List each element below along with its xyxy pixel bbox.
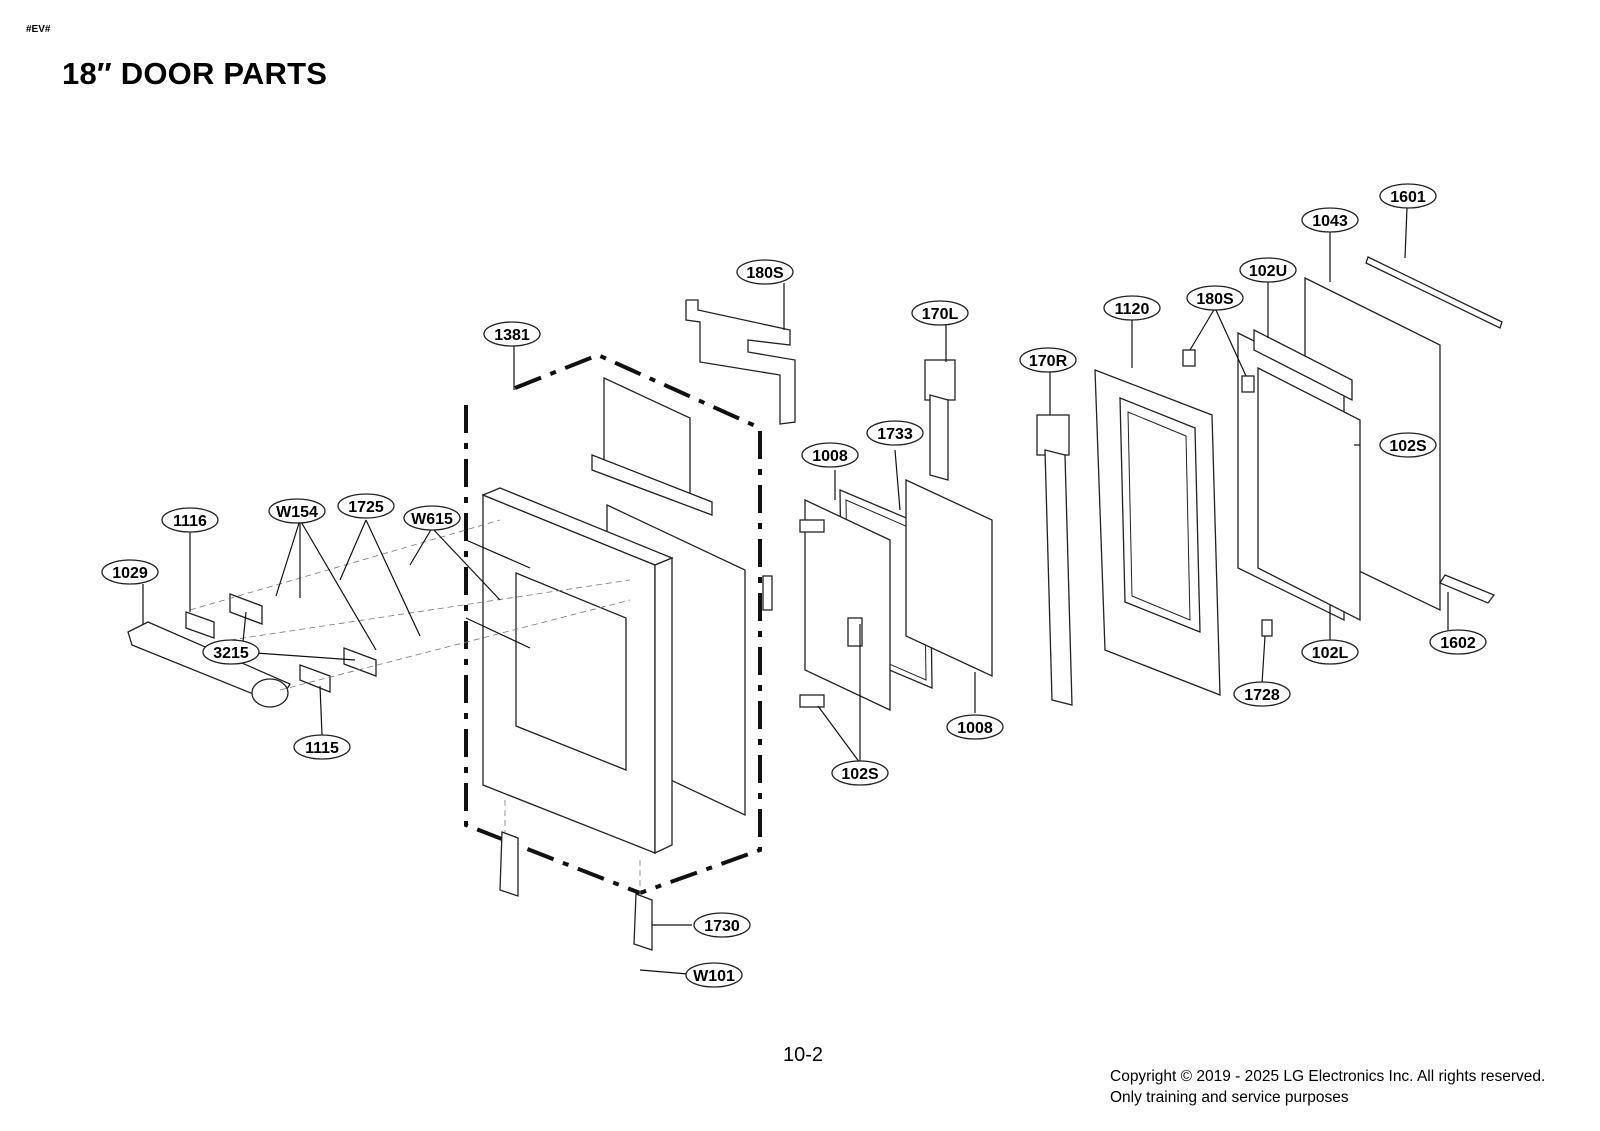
callout-1733: 1733: [866, 420, 924, 446]
leader-lines: [142, 207, 1449, 975]
svg-text:1008: 1008: [957, 720, 993, 737]
svg-text:1728: 1728: [1244, 687, 1280, 704]
callout-W615: W615: [403, 505, 461, 531]
screw-rows: [189, 519, 631, 691]
svg-text:102S: 102S: [841, 766, 879, 783]
mount-1116: [185, 593, 263, 639]
page-number: 10-2: [783, 1044, 824, 1066]
svg-text:1730: 1730: [704, 918, 740, 935]
callout-1601: 1601: [1379, 183, 1437, 209]
svg-text:102U: 102U: [1249, 263, 1287, 280]
svg-text:1043: 1043: [1312, 213, 1348, 230]
hinge-170L: [924, 359, 956, 481]
frame-1120: [1094, 369, 1221, 696]
clips-180S-right: [1182, 349, 1255, 393]
usage-notice: Only training and service purposes: [1110, 1089, 1349, 1106]
callout-1120: 1120: [1103, 295, 1161, 321]
callout-3215: 3215: [202, 639, 260, 665]
callout-1725: 1725: [337, 493, 395, 519]
svg-text:102L: 102L: [1312, 645, 1349, 662]
svg-text:W101: W101: [693, 968, 735, 985]
callout-1115: 1115: [293, 734, 351, 760]
hinge-170R: [1036, 414, 1073, 706]
svg-text:1725: 1725: [348, 499, 384, 516]
svg-text:1008: 1008: [812, 448, 848, 465]
svg-text:1116: 1116: [173, 513, 207, 530]
callout-102L: 102L: [1301, 639, 1359, 665]
svg-text:W154: W154: [276, 504, 318, 521]
svg-text:W615: W615: [411, 511, 453, 528]
callout-1043: 1043: [1301, 207, 1359, 233]
svg-text:1602: 1602: [1440, 635, 1476, 652]
rail-1601: [1365, 256, 1503, 329]
bracket-180S: [685, 299, 796, 425]
handle-1029: [127, 621, 291, 708]
callout-1116: 1116: [161, 507, 219, 533]
svg-text:1029: 1029: [112, 565, 148, 582]
svg-text:1601: 1601: [1390, 189, 1426, 206]
svg-text:1381: 1381: [494, 327, 530, 344]
callout-170R: 170R: [1019, 347, 1077, 373]
callout-102S-bottom: 102S: [831, 760, 889, 786]
copyright-block: Copyright © 2019 - 2025 LG Electronics I…: [1110, 1066, 1545, 1108]
callout-1008-bottom: 1008: [946, 714, 1004, 740]
callout-1381: 1381: [483, 321, 541, 347]
svg-text:1733: 1733: [877, 426, 913, 443]
document-tag: #EV#: [26, 24, 51, 35]
callout-1730: 1730: [693, 912, 751, 938]
svg-text:1115: 1115: [305, 740, 339, 757]
mount-1115: [299, 647, 377, 693]
glass-1008-front: [799, 498, 891, 712]
svg-text:170L: 170L: [922, 306, 959, 323]
callout-180S-right: 180S: [1186, 285, 1244, 311]
leg-1730: [499, 800, 653, 951]
rail-1602: [1439, 574, 1496, 604]
callout-170L: 170L: [911, 300, 969, 326]
svg-text:3215: 3215: [213, 645, 249, 662]
frame-102L: [1257, 366, 1361, 622]
callout-1029: 1029: [101, 559, 159, 585]
svg-text:170R: 170R: [1029, 353, 1068, 370]
callout-1602: 1602: [1429, 629, 1487, 655]
callout-102S-right: 102S: [1379, 432, 1437, 458]
copyright-text: Copyright © 2019 - 2025 LG Electronics I…: [1110, 1068, 1546, 1085]
svg-text:102S: 102S: [1389, 438, 1427, 455]
callout-1008-left: 1008: [801, 442, 859, 468]
glass-1008-rear: [905, 478, 993, 678]
callout-W154: W154: [268, 498, 326, 524]
callout-102U: 102U: [1239, 257, 1297, 283]
page-title: 18″ DOOR PARTS: [62, 56, 328, 91]
callout-1728: 1728: [1233, 681, 1291, 707]
callout-W101: W101: [685, 962, 743, 988]
svg-text:1120: 1120: [1115, 301, 1150, 318]
door-assembly-1381: [464, 352, 773, 895]
svg-text:180S: 180S: [1196, 291, 1234, 308]
clip-1728: [1261, 619, 1273, 637]
svg-text:180S: 180S: [746, 265, 784, 282]
callout-180S-top: 180S: [736, 259, 794, 285]
